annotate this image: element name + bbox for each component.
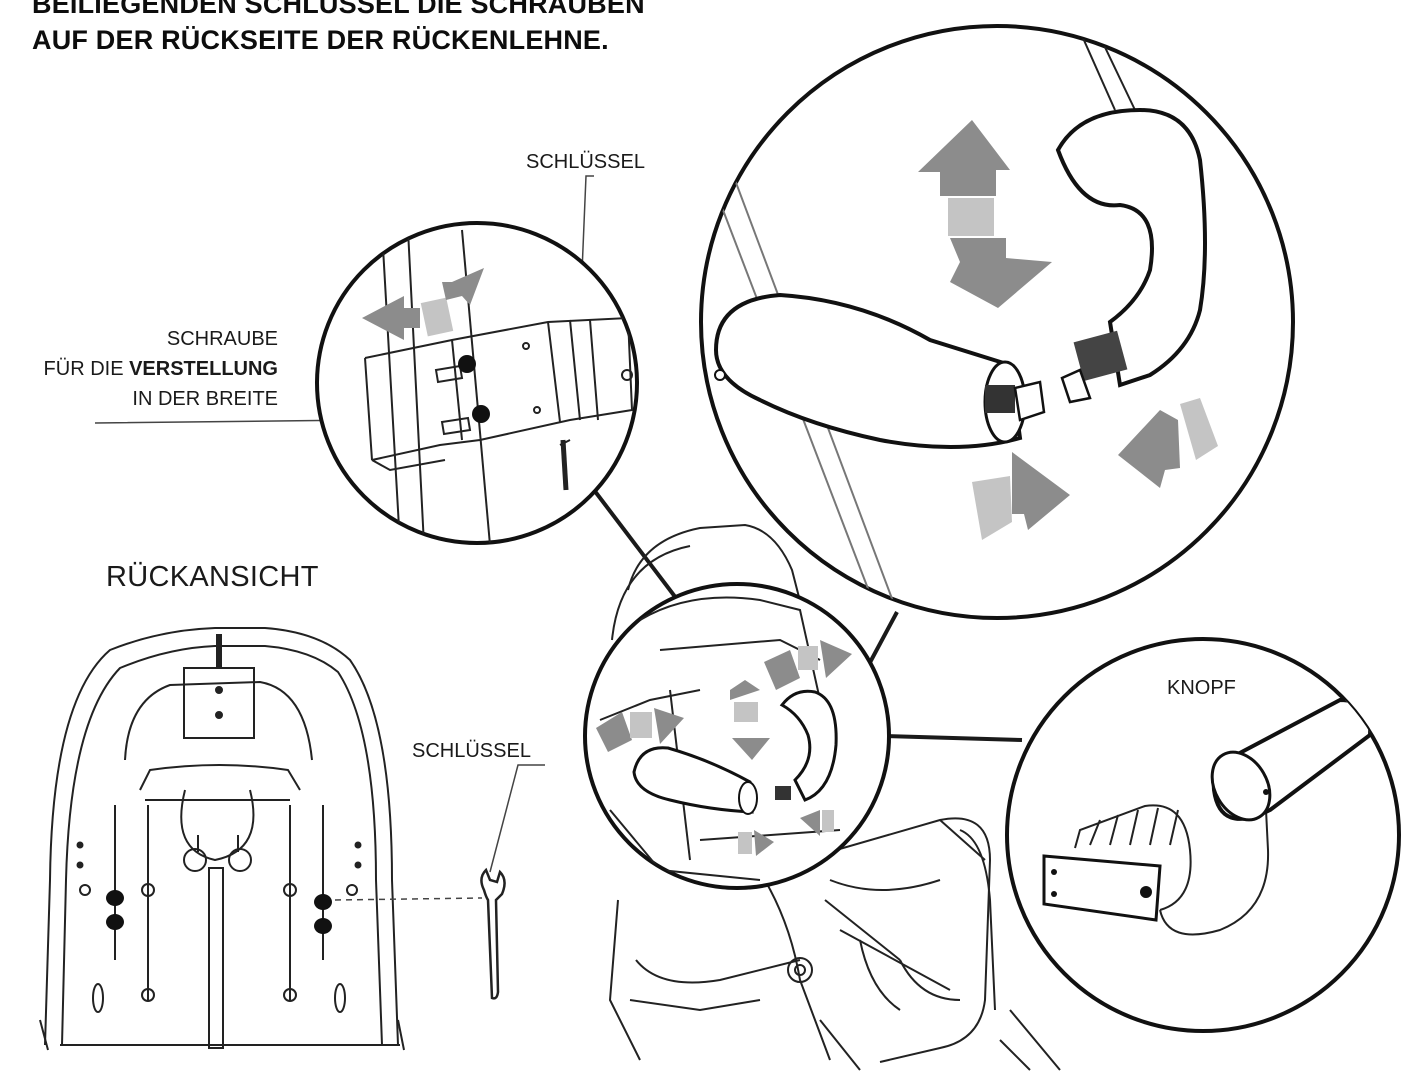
rear-view-backrest [39, 627, 405, 1051]
label-screw-line-1: SCHRAUBE [166, 328, 278, 350]
label-key-top: SCHLÜSSEL [526, 151, 645, 173]
connector-lines [592, 488, 1023, 742]
label-rear-view: RÜCKANSICHT [106, 561, 319, 593]
screw-detail-circle [315, 221, 639, 545]
label-screw-line-2: FÜR DIE VERSTELLUNG [8, 354, 278, 384]
heading-line-2: AUF DER RÜCKSEITE DER RÜCKENLEHNE. [32, 25, 609, 55]
label-key-bottom: SCHLÜSSEL [412, 740, 531, 762]
armrest-detail-circle [699, 24, 1295, 620]
heading-line-1: BEILIEGENDEN SCHLÜSSEL DIE SCHRAUBEN [32, 0, 645, 19]
label-screw-line-3: IN DER BREITE [132, 388, 278, 410]
wrench-icon [480, 867, 506, 1000]
knob-detail-circle [1005, 637, 1401, 1033]
seat-armrest-circle [583, 582, 891, 890]
label-knob: KNOPF [1167, 677, 1236, 699]
instruction-heading: BEILIEGENDEN SCHLÜSSEL DIE SCHRAUBEN AUF… [32, 0, 645, 58]
label-screw-width: SCHRAUBE FÜR DIE VERSTELLUNG IN DER BREI… [8, 324, 278, 414]
rear-view-screws [106, 890, 332, 934]
label-screw-line-2-prefix: FÜR DIE [43, 358, 124, 380]
label-screw-line-2-bold: VERSTELLUNG [129, 358, 278, 380]
